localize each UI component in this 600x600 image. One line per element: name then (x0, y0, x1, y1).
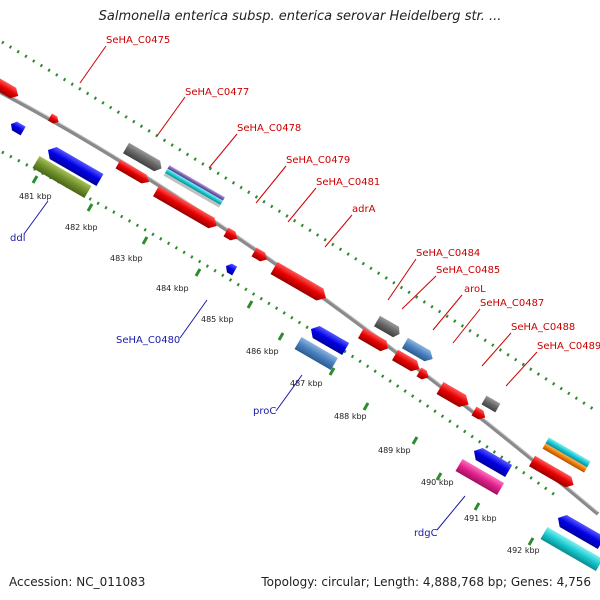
kbp-label-483: 483 kbp (110, 254, 143, 263)
leader-SeHA_C0481 (287, 187, 317, 223)
gene-SeHA_C0475[interactable] (0, 76, 21, 101)
label-SeHA_C0481[interactable]: SeHA_C0481 (316, 177, 380, 188)
kbp-tick-482 (86, 203, 94, 212)
gene-small-red-1[interactable] (48, 113, 61, 126)
leader-SeHA_C0489 (505, 351, 538, 387)
kbp-label-487: 487 kbp (290, 379, 323, 388)
gene-red-small-3[interactable] (416, 367, 432, 382)
kbp-tick-492 (527, 537, 535, 546)
kbp-label-489: 489 kbp (378, 446, 411, 455)
leader-adrA (324, 214, 353, 248)
gene-small-red-2[interactable] (223, 227, 240, 243)
kbp-tick-488 (362, 402, 370, 411)
map-title: Salmonella enterica subsp. enterica sero… (98, 9, 502, 24)
gene-proC[interactable] (294, 336, 338, 371)
label-proC[interactable]: proC (253, 406, 276, 417)
gene-red-0489b[interactable] (529, 455, 577, 490)
accession-text: Accession: NC_011083 (9, 575, 146, 589)
kbp-label-485: 485 kbp (201, 315, 234, 324)
gene-blue-ddl-upper[interactable] (45, 144, 104, 187)
gene-SeHA_C0480[interactable] (224, 262, 238, 276)
gene-blue-proC-upper[interactable] (308, 323, 350, 356)
gene-red-small-4[interactable] (471, 406, 488, 422)
leader-SeHA_C0480 (179, 299, 208, 339)
label-SeHA_C0489[interactable]: SeHA_C0489 (537, 341, 600, 352)
kbp-label-481: 481 kbp (19, 192, 52, 201)
leader-SeHA_C0487 (452, 308, 481, 344)
gene-SeHA_C0484[interactable] (374, 315, 403, 339)
label-SeHA_C0485[interactable]: SeHA_C0485 (436, 265, 500, 276)
label-SeHA_C0479[interactable]: SeHA_C0479 (286, 155, 350, 166)
kbp-label-492: 492 kbp (507, 546, 540, 555)
gene-adrA[interactable] (270, 261, 330, 304)
leader-SeHA_C0478 (208, 133, 238, 169)
gene-rdgC[interactable] (455, 458, 505, 496)
gene-blue-edge[interactable] (555, 512, 600, 550)
leader-SeHA_C0479 (255, 165, 287, 204)
kbp-label-482: 482 kbp (65, 223, 98, 232)
label-ddl[interactable]: ddl (10, 233, 25, 244)
leader-SeHA_C0488 (481, 332, 512, 367)
kbp-tick-484 (194, 268, 202, 277)
leader-SeHA_C0475 (79, 45, 107, 84)
label-SeHA_C0475[interactable]: SeHA_C0475 (106, 35, 170, 46)
leader-aroL (432, 294, 463, 331)
kbp-tick-491 (473, 502, 481, 511)
leader-rdgC (436, 495, 466, 531)
kbp-label-486: 486 kbp (246, 347, 279, 356)
gene-ddl[interactable] (32, 155, 92, 199)
label-rdgC[interactable]: rdgC (414, 528, 438, 539)
gene-red-0477b[interactable] (115, 159, 152, 187)
kbp-label-491: 491 kbp (464, 514, 497, 523)
gene-SeHA_C0479[interactable] (153, 185, 220, 231)
gene-SeHA_C0481[interactable] (251, 247, 270, 264)
leader-SeHA_C0484 (387, 258, 417, 301)
kbp-tick-487 (328, 367, 336, 376)
leader-ddl (23, 200, 49, 235)
gene-SeHA_C0487[interactable] (436, 381, 473, 411)
gene-red-0484b[interactable] (358, 327, 391, 354)
kbp-label-490: 490 kbp (421, 478, 454, 487)
leader-SeHA_C0477 (156, 96, 186, 137)
gene-blue-small-1[interactable] (9, 120, 26, 136)
kbp-label-484: 484 kbp (156, 284, 189, 293)
gene-aroL[interactable] (392, 349, 422, 374)
kbp-tick-486 (277, 332, 285, 341)
label-adrA[interactable]: adrA (352, 204, 376, 215)
label-SeHA_C0484[interactable]: SeHA_C0484 (416, 248, 480, 259)
gene-SeHA_C0485[interactable] (402, 337, 436, 364)
leader-SeHA_C0485 (401, 275, 437, 310)
kbp-tick-483 (141, 236, 149, 245)
topology-text: Topology: circular; Length: 4,888,768 bp… (261, 575, 591, 589)
label-SeHA_C0477[interactable]: SeHA_C0477 (185, 87, 249, 98)
gene-cyan-edge[interactable] (540, 526, 600, 572)
gene-blue-rdgC-upper[interactable] (471, 445, 513, 478)
gene-SeHA_C0477[interactable] (123, 142, 165, 174)
label-SeHA_C0488[interactable]: SeHA_C0488 (511, 322, 575, 333)
kbp-tick-489 (411, 436, 419, 445)
gene-SeHA_C0489[interactable] (542, 437, 591, 473)
gene-SeHA_C0488[interactable] (481, 395, 501, 413)
gene-SeHA_C0478[interactable] (163, 165, 225, 208)
kbp-label-488: 488 kbp (334, 412, 367, 421)
label-SeHA_C0480[interactable]: SeHA_C0480 (116, 335, 180, 346)
label-aroL[interactable]: aroL (464, 284, 486, 295)
kbp-tick-490 (435, 472, 443, 481)
leader-proC (275, 374, 303, 412)
kbp-tick-485 (246, 300, 254, 309)
label-SeHA_C0478[interactable]: SeHA_C0478 (237, 123, 301, 134)
inner-tick-ring (1, 150, 556, 497)
kbp-tick-481 (31, 175, 39, 184)
label-SeHA_C0487[interactable]: SeHA_C0487 (480, 298, 544, 309)
